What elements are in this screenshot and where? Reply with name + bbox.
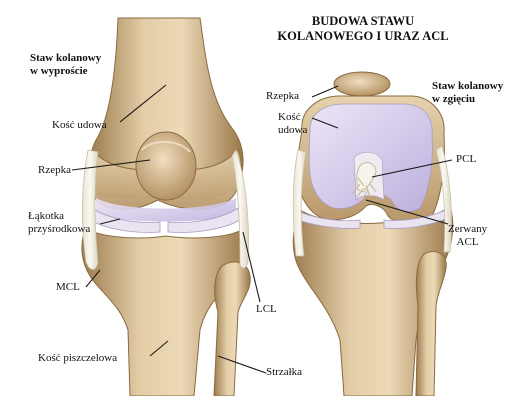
label-fibula: Strzałka xyxy=(266,366,302,379)
acl-line-2: ACL xyxy=(448,236,487,249)
left-fibula-bone xyxy=(214,262,250,396)
label-tibia: Kość piszczelowa xyxy=(38,352,117,365)
title-line-2: KOLANOWEGO I URAZ ACL xyxy=(268,29,458,44)
label-left-patella: Rzepka xyxy=(38,164,71,177)
title-line-1: BUDOWA STAWU xyxy=(268,14,458,29)
label-lcl: LCL xyxy=(256,303,277,316)
label-left-femur: Kość udowa xyxy=(52,119,107,132)
meniscus-line-2: przyśrodkowa xyxy=(28,223,90,236)
right-patella-bone xyxy=(334,72,390,96)
left-knee xyxy=(82,18,250,396)
label-left-meniscus: Łąkotka przyśrodkowa xyxy=(28,210,90,236)
diagram-title: BUDOWA STAWU KOLANOWEGO I URAZ ACL xyxy=(268,14,458,44)
label-pcl: PCL xyxy=(456,153,476,166)
acl-line-1: Zerwany xyxy=(448,223,487,236)
label-right-femur: Kość udowa xyxy=(278,111,307,137)
right-femur-line-1: Kość xyxy=(278,111,307,124)
right-femur-line-2: udowa xyxy=(278,124,307,137)
right-view-heading: Staw kolanowy w zgięciu xyxy=(432,80,503,106)
label-torn-acl: Zerwany ACL xyxy=(448,223,487,249)
right-fibula-bone xyxy=(416,252,446,396)
right-heading-line-2: w zgięciu xyxy=(432,93,503,106)
left-view-heading: Staw kolanowy w wyproście xyxy=(30,52,101,78)
left-heading-line-1: Staw kolanowy xyxy=(30,52,101,65)
meniscus-line-1: Łąkotka xyxy=(28,210,90,223)
left-heading-line-2: w wyproście xyxy=(30,65,101,78)
label-right-patella: Rzepka xyxy=(266,90,299,103)
right-heading-line-1: Staw kolanowy xyxy=(432,80,503,93)
right-knee xyxy=(293,72,453,396)
label-mcl: MCL xyxy=(56,281,80,294)
